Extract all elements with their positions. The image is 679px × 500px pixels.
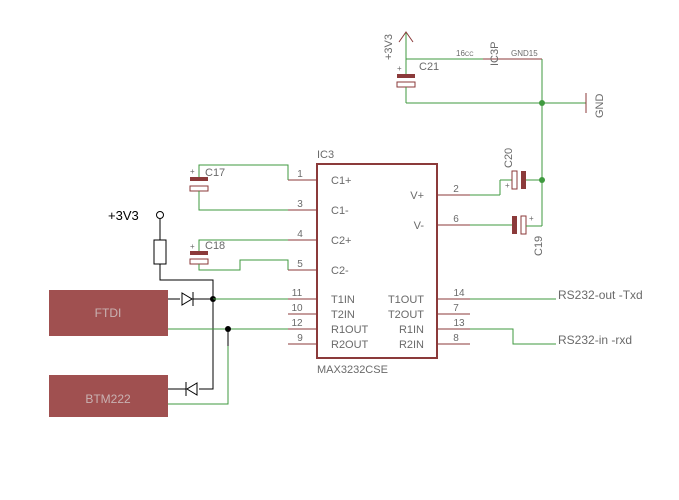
c20-plate-right (521, 171, 526, 189)
c21-plate-bottom (396, 81, 416, 88)
supply-left-icon (156, 211, 164, 219)
pin-label-t2out: T2OUT (388, 309, 424, 321)
pin-num-9: 9 (297, 333, 303, 344)
supply-left-label: +3V3 (108, 208, 139, 223)
supply-top-label: +3V3 (383, 34, 395, 60)
pin-label-t1out: T1OUT (388, 294, 424, 306)
c18-label: C18 (205, 240, 225, 252)
c20-plus-icon: + (505, 181, 510, 190)
pin-label-vplus: V+ (410, 190, 424, 202)
ftdi-label: FTDI (95, 306, 122, 320)
pin-num-11: 11 (292, 288, 303, 299)
supply-arrow-icon (398, 31, 414, 43)
pin-label-c1m: C1- (331, 205, 349, 217)
pin-label-r1out: R1OUT (331, 324, 369, 336)
wire-rx-net (470, 328, 556, 345)
pin-label-r1in: R1IN (399, 324, 424, 336)
ic3p-pin15: GND15 (511, 49, 538, 58)
c19-label: C19 (533, 236, 545, 256)
pin-num-14: 14 (453, 288, 465, 299)
wire-c1p (198, 164, 289, 180)
pin-label-c1p: C1+ (331, 175, 352, 187)
pin-num-5: 5 (297, 259, 303, 270)
pin-label-r2in: R2IN (399, 339, 424, 351)
ground-label: GND (594, 94, 606, 119)
wire-res-node (159, 264, 214, 299)
pin-label-t1in: T1IN (331, 294, 355, 306)
pin-num-13: 13 (453, 318, 465, 329)
wire-c1m (198, 191, 288, 211)
pin-num-4: 4 (297, 229, 303, 240)
c17-plate-top (190, 177, 208, 181)
c21-plus-icon: + (397, 64, 402, 73)
c19-plus-icon: + (529, 214, 534, 223)
wire-c2m (198, 259, 289, 271)
net-rx-label: RS232-in -rxd (558, 333, 632, 347)
pin-label-t2in: T2IN (331, 309, 355, 321)
c20-plate-left (511, 170, 518, 190)
c17-plus-icon: + (190, 167, 195, 176)
ic-part: MAX3232CSE (317, 364, 388, 376)
net-tx-label: RS232-out -Txd (558, 288, 643, 302)
ic-body (316, 163, 438, 359)
pin-label-vminus: V- (414, 220, 425, 232)
ic-name: IC3 (317, 149, 334, 161)
c19-plate-right (520, 215, 527, 235)
c17-plate-bottom (189, 185, 209, 192)
c17-label: C17 (205, 167, 225, 179)
pin-label-c2p: C2+ (331, 235, 352, 247)
pin-label-r2out: R2OUT (331, 339, 369, 351)
c18-plate-bottom (189, 258, 209, 265)
ic3p-pin16-sub: CC (465, 52, 474, 58)
wire-c2p (198, 239, 288, 251)
btm-label: BTM222 (85, 392, 131, 406)
pin-label-c2m: C2- (331, 265, 349, 277)
c20-label: C20 (503, 148, 515, 168)
pin-num-1: 1 (297, 169, 303, 180)
ic3p-pin16-num: 16 (456, 49, 465, 58)
pin-num-8: 8 (453, 333, 459, 344)
wire-node-btm (199, 299, 214, 390)
pin-num-3: 3 (297, 199, 303, 210)
btm-block (49, 375, 168, 417)
diode-btm-icon (186, 382, 198, 396)
wire-r1out-btm (168, 346, 229, 405)
resistor (153, 239, 167, 265)
c19-plate-left (512, 216, 517, 234)
pin-num-6: 6 (453, 214, 459, 225)
pin-num-2: 2 (453, 184, 459, 195)
ftdi-block (49, 290, 168, 336)
c18-plus-icon: + (190, 242, 195, 251)
diode-ftdi-icon (181, 292, 193, 306)
c18-plate-top (190, 251, 208, 255)
pin-num-12: 12 (291, 318, 303, 329)
c21-plate-top (397, 74, 415, 78)
pin-num-10: 10 (291, 303, 303, 314)
ic3p-pin16: 16CC (456, 49, 474, 58)
c21-label: C21 (419, 61, 439, 73)
pin-num-7: 7 (453, 303, 459, 314)
ic3p-name: IC3P (489, 42, 501, 66)
